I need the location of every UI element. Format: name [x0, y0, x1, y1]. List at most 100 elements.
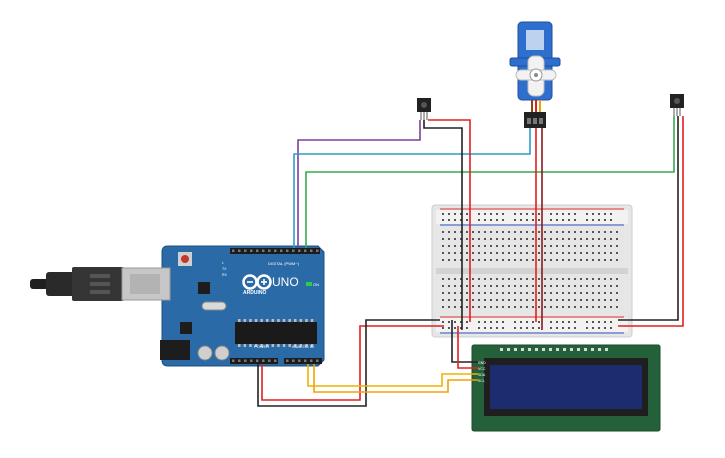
digital-pin[interactable]: [262, 249, 265, 253]
breadboard-hole[interactable]: [586, 292, 588, 294]
lcd-header-pin[interactable]: [500, 348, 503, 351]
breadboard-hole[interactable]: [574, 238, 576, 240]
breadboard-hole[interactable]: [574, 245, 576, 247]
analog-pin[interactable]: [310, 359, 313, 363]
rail-hole[interactable]: [574, 213, 576, 215]
breadboard-hole[interactable]: [586, 238, 588, 240]
breadboard-hole[interactable]: [604, 252, 606, 254]
breadboard-hole[interactable]: [616, 306, 618, 308]
breadboard-hole[interactable]: [568, 238, 570, 240]
rail-hole[interactable]: [568, 219, 570, 221]
breadboard-hole[interactable]: [532, 306, 534, 308]
breadboard-hole[interactable]: [472, 292, 474, 294]
breadboard-hole[interactable]: [478, 306, 480, 308]
breadboard-hole[interactable]: [478, 231, 480, 233]
rail-hole[interactable]: [460, 219, 462, 221]
breadboard-hole[interactable]: [556, 252, 558, 254]
breadboard-hole[interactable]: [544, 299, 546, 301]
breadboard-hole[interactable]: [508, 292, 510, 294]
rail-hole[interactable]: [556, 213, 558, 215]
breadboard-hole[interactable]: [568, 245, 570, 247]
breadboard-hole[interactable]: [604, 285, 606, 287]
rail-hole[interactable]: [460, 213, 462, 215]
breadboard-hole[interactable]: [598, 231, 600, 233]
breadboard-hole[interactable]: [502, 238, 504, 240]
rail-hole[interactable]: [520, 327, 522, 329]
breadboard-hole[interactable]: [478, 292, 480, 294]
breadboard-hole[interactable]: [526, 306, 528, 308]
breadboard-hole[interactable]: [490, 306, 492, 308]
breadboard-hole[interactable]: [532, 238, 534, 240]
rail-hole[interactable]: [460, 321, 462, 323]
breadboard-hole[interactable]: [448, 292, 450, 294]
digital-pin[interactable]: [238, 249, 241, 253]
rail-hole[interactable]: [502, 213, 504, 215]
breadboard-hole[interactable]: [478, 278, 480, 280]
rail-hole[interactable]: [532, 219, 534, 221]
breadboard-hole[interactable]: [472, 245, 474, 247]
lcd-header-pin[interactable]: [514, 348, 517, 351]
breadboard-hole[interactable]: [514, 238, 516, 240]
breadboard-hole[interactable]: [592, 278, 594, 280]
breadboard-hole[interactable]: [580, 252, 582, 254]
breadboard-hole[interactable]: [514, 259, 516, 261]
breadboard-hole[interactable]: [490, 238, 492, 240]
breadboard-hole[interactable]: [568, 306, 570, 308]
rail-hole[interactable]: [604, 219, 606, 221]
digital-pin[interactable]: [298, 249, 301, 253]
lcd-header-pin[interactable]: [528, 348, 531, 351]
breadboard-hole[interactable]: [556, 285, 558, 287]
rail-hole[interactable]: [520, 213, 522, 215]
breadboard-hole[interactable]: [586, 278, 588, 280]
breadboard-hole[interactable]: [466, 231, 468, 233]
breadboard-hole[interactable]: [532, 231, 534, 233]
breadboard-hole[interactable]: [616, 259, 618, 261]
breadboard-hole[interactable]: [514, 231, 516, 233]
digital-pin[interactable]: [286, 249, 289, 253]
breadboard-hole[interactable]: [544, 245, 546, 247]
breadboard-hole[interactable]: [442, 259, 444, 261]
breadboard-hole[interactable]: [466, 299, 468, 301]
breadboard-hole[interactable]: [520, 259, 522, 261]
rail-hole[interactable]: [568, 327, 570, 329]
rail-hole[interactable]: [598, 327, 600, 329]
breadboard-hole[interactable]: [586, 285, 588, 287]
power-pin[interactable]: [262, 359, 265, 363]
breadboard-hole[interactable]: [490, 285, 492, 287]
rail-hole[interactable]: [484, 219, 486, 221]
analog-pin[interactable]: [292, 359, 295, 363]
breadboard-hole[interactable]: [616, 245, 618, 247]
breadboard-hole[interactable]: [508, 306, 510, 308]
breadboard-hole[interactable]: [466, 285, 468, 287]
breadboard-hole[interactable]: [526, 299, 528, 301]
rail-hole[interactable]: [502, 327, 504, 329]
breadboard-hole[interactable]: [472, 231, 474, 233]
breadboard-hole[interactable]: [466, 278, 468, 280]
rail-hole[interactable]: [568, 213, 570, 215]
rail-hole[interactable]: [568, 321, 570, 323]
breadboard-hole[interactable]: [616, 252, 618, 254]
breadboard-hole[interactable]: [550, 285, 552, 287]
breadboard-hole[interactable]: [520, 306, 522, 308]
breadboard-hole[interactable]: [454, 245, 456, 247]
rail-hole[interactable]: [442, 327, 444, 329]
breadboard-hole[interactable]: [604, 238, 606, 240]
breadboard-hole[interactable]: [574, 259, 576, 261]
analog-pin[interactable]: [298, 359, 301, 363]
breadboard-hole[interactable]: [592, 245, 594, 247]
breadboard-hole[interactable]: [508, 245, 510, 247]
breadboard-hole[interactable]: [490, 252, 492, 254]
rail-hole[interactable]: [448, 327, 450, 329]
rail-hole[interactable]: [598, 213, 600, 215]
rail-hole[interactable]: [610, 219, 612, 221]
breadboard-hole[interactable]: [580, 245, 582, 247]
breadboard-hole[interactable]: [586, 306, 588, 308]
analog-pin[interactable]: [316, 359, 319, 363]
breadboard-hole[interactable]: [490, 231, 492, 233]
breadboard-hole[interactable]: [514, 252, 516, 254]
breadboard-hole[interactable]: [448, 245, 450, 247]
rail-hole[interactable]: [610, 327, 612, 329]
breadboard-hole[interactable]: [454, 285, 456, 287]
breadboard-hole[interactable]: [472, 259, 474, 261]
breadboard-hole[interactable]: [490, 299, 492, 301]
